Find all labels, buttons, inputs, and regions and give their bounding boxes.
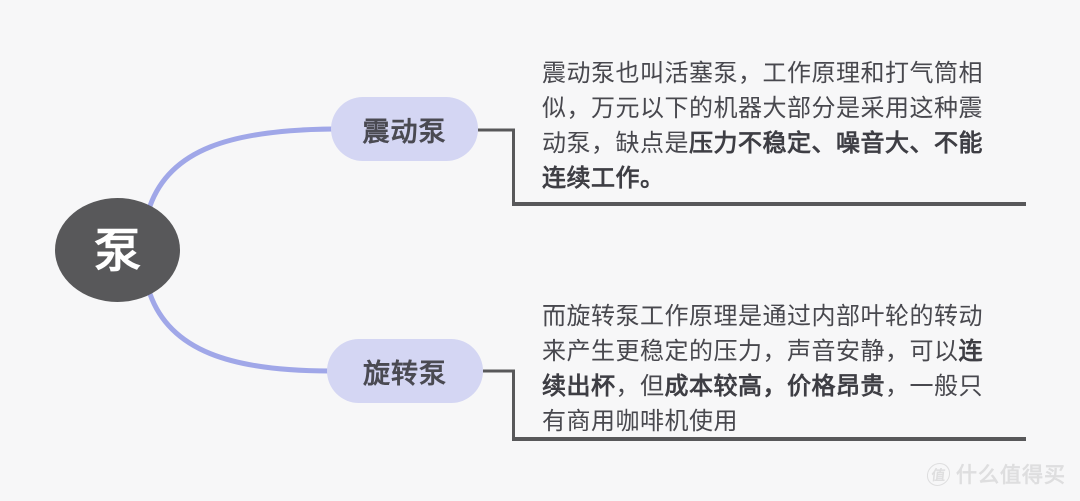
elbow-rotary-to-text [483,369,515,437]
curve-root-to-rotary [147,291,333,374]
description-line: 动泵，缺点是压力不稳定、噪音大、不能 [542,130,983,157]
description-line: 连续工作。 [542,165,665,192]
description-line: 而旋转泵工作原理是通过内部叶轮的转动 [542,303,983,330]
description-line: 来产生更稳定的压力，声音安静，可以连 [542,338,983,365]
branch-node-rotary-pump[interactable]: 旋转泵 [327,339,483,403]
description-line: 震动泵也叫活塞泵，工作原理和打气筒相 [542,60,983,87]
smzdm-logo-icon: 值 [925,462,952,486]
description-line: 似，万元以下的机器大部分是采用这种震 [542,95,983,122]
smzdm-watermark-text: 什么值得买 [956,464,1066,487]
root-node-pump[interactable]: 泵 [55,198,180,302]
rotary-pump-description: 而旋转泵工作原理是通过内部叶轮的转动来产生更稳定的压力，声音安静，可以连续出杯，… [542,299,1032,439]
description-line: 有商用咖啡机使用 [542,408,738,435]
vibration-pump-description: 震动泵也叫活塞泵，工作原理和打气筒相似，万元以下的机器大部分是采用这种震动泵，缺… [542,56,1032,196]
description-line: 续出杯，但成本较高，价格昂贵，一般只 [542,373,983,400]
elbow-vibration-to-text [478,128,515,202]
curve-root-to-vibration [147,126,336,209]
branch-label-vibration-pump: 震动泵 [362,116,447,147]
root-node-label: 泵 [94,223,141,277]
smzdm-watermark: 值 什么值得买 [925,459,1066,489]
branch-node-vibration-pump[interactable]: 震动泵 [331,97,478,161]
branch-label-rotary-pump: 旋转泵 [363,358,447,389]
